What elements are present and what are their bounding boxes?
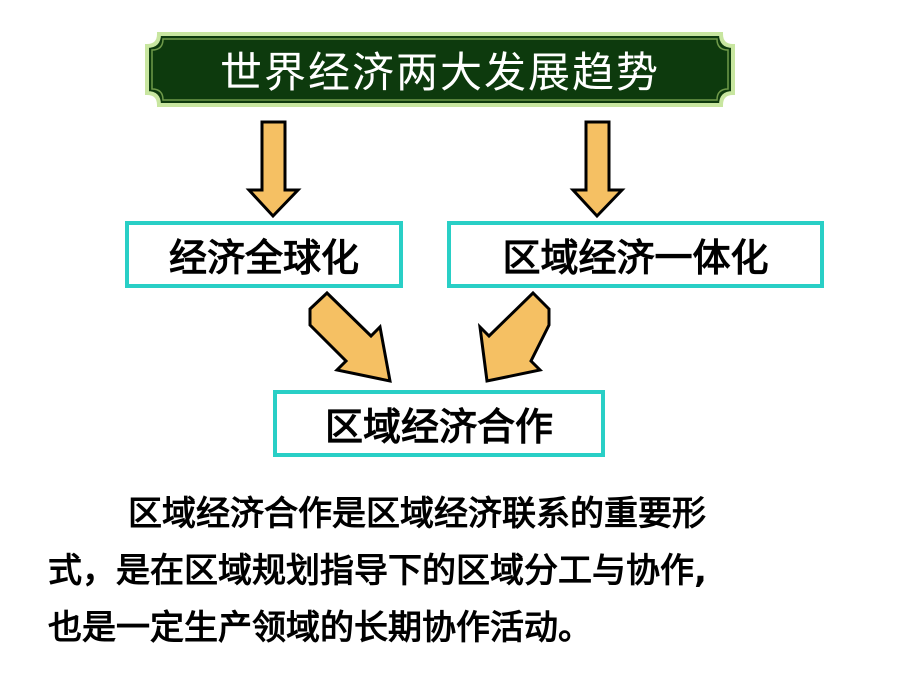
result-box-regional-cooperation: 区域经济合作 [273,390,605,457]
trend-box-globalization: 经济全球化 [125,221,403,288]
trend-label-regional-integration: 区域经济一体化 [502,236,769,280]
trend-label-globalization: 经济全球化 [168,236,359,280]
title-banner: 世界经济两大发展趋势 [145,32,735,107]
down-arrow-left-icon [245,120,302,219]
definition-paragraph: 区域经济合作是区域经济联系的重要形 式，是在区域规划指导下的区域分工与协作, 也… [48,486,878,657]
paragraph-line-1: 区域经济合作是区域经济联系的重要形 [128,494,706,534]
trend-box-regional-integration: 区域经济一体化 [447,221,824,288]
diagram-title: 世界经济两大发展趋势 [219,48,660,97]
paragraph-line-3: 也是一定生产领域的长期协作活动。 [48,608,592,648]
down-arrow-right-icon [569,120,626,219]
diagonal-arrow-right-icon [477,290,551,383]
diagonal-arrow-left-icon [308,290,392,383]
result-label-regional-cooperation: 区域经济合作 [324,405,553,449]
paragraph-line-2: 式，是在区域规划指导下的区域分工与协作, [48,551,707,591]
title-banner-frame [145,32,735,107]
